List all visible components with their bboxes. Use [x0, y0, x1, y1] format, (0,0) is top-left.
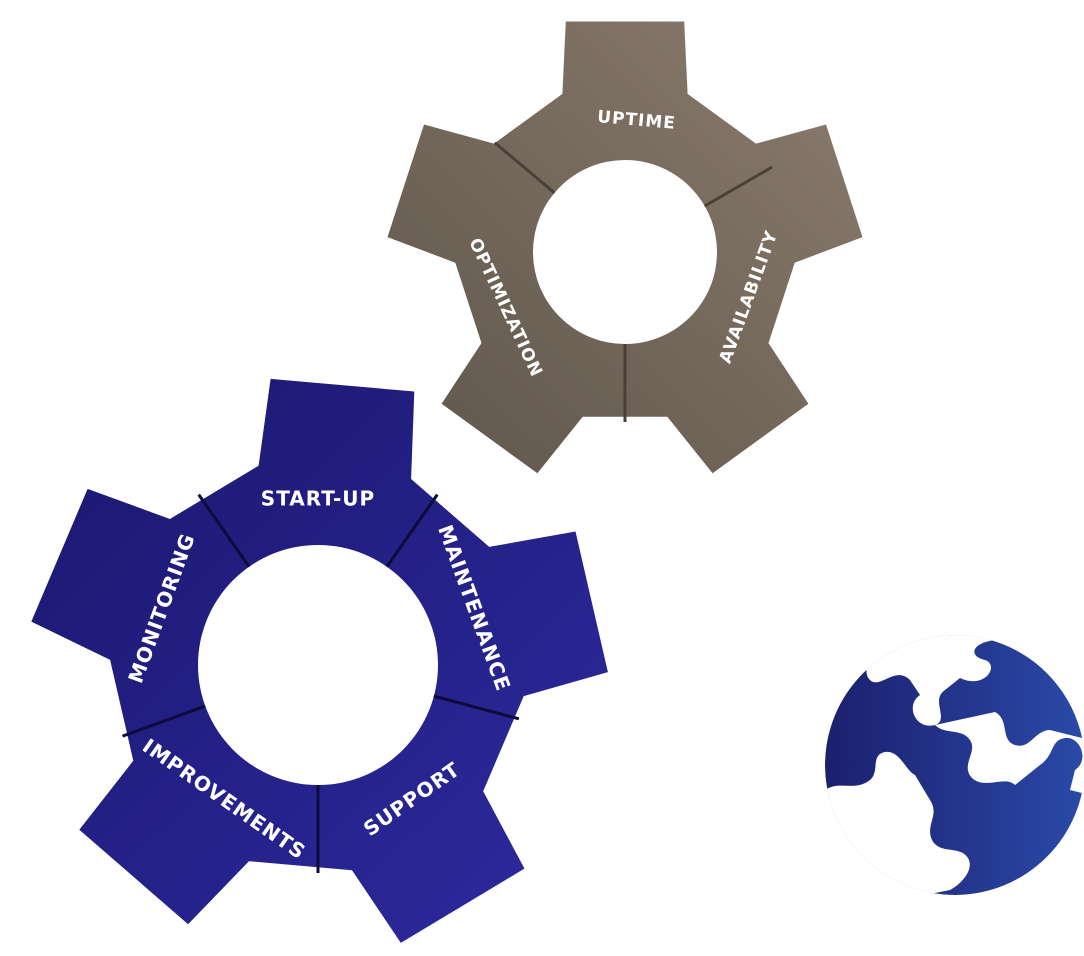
- puzzle-gap-middle: [935, 712, 1084, 795]
- gear-top-body: [387, 21, 863, 474]
- gear-bottom-dividers: [122, 493, 520, 873]
- blue-label-0: START-UP: [261, 487, 375, 511]
- gear-top-dividers: [493, 141, 773, 422]
- gear-bottom-body: [31, 378, 608, 943]
- blue-divider-0: [197, 493, 251, 568]
- blue-divider-1: [385, 493, 439, 568]
- blue-divider-2: [433, 694, 520, 721]
- puzzle-icon: [825, 635, 1084, 895]
- gray-divider-1: [703, 165, 773, 208]
- blue-divider-4: [122, 704, 206, 738]
- gear-bottom: START-UPMAINTENANCESUPPORTIMPROVEMENTSMO…: [31, 378, 608, 943]
- gray-divider-0: [493, 141, 556, 195]
